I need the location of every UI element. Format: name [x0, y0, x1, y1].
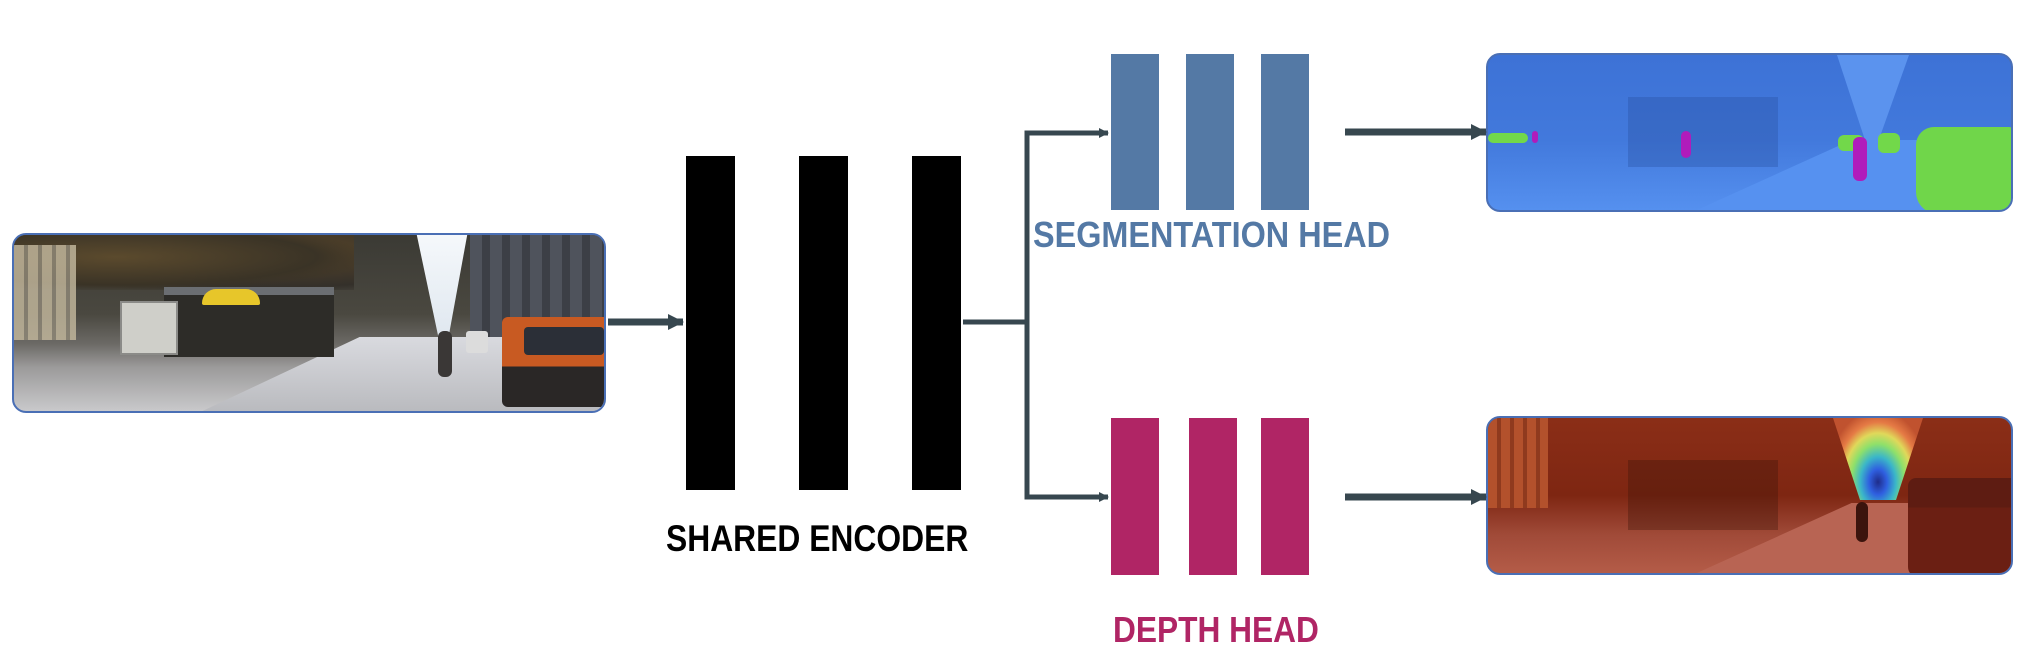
vehicle-mask: [1878, 133, 1900, 153]
kiosk-region: [1628, 460, 1778, 530]
building-left: [14, 245, 76, 340]
segmentation-output-image: [1486, 53, 2013, 212]
cyclist-mask: [1853, 137, 1867, 181]
arrow-encoder-to-segmentation: [1024, 128, 1109, 322]
segmentation-head-label: SEGMENTATION HEAD: [1033, 214, 1391, 255]
segmentation-layer: [1111, 54, 1159, 210]
depth-output-image: [1486, 416, 2013, 575]
encoder-label: SHARED ENCODER: [666, 518, 969, 559]
segmentation-layer: [1261, 54, 1309, 210]
encoder-layer: [686, 156, 735, 490]
input-street-image: [12, 233, 606, 413]
truck-window: [524, 327, 604, 355]
encoder-layer: [799, 156, 848, 490]
segmentation-layer: [1186, 54, 1234, 210]
cyclist: [1856, 502, 1868, 542]
car: [466, 331, 488, 353]
vehicle-mask: [1488, 133, 1528, 143]
depth-layer: [1189, 418, 1237, 575]
kiosk-region: [1628, 97, 1778, 167]
pedestrian-mask: [1681, 131, 1691, 158]
building-left: [1488, 418, 1548, 508]
cyclist: [438, 331, 452, 377]
truck-mask: [1916, 127, 2011, 210]
depth-layer: [1111, 418, 1159, 575]
yellow-umbrella: [202, 289, 260, 305]
pedestrian-mask: [1532, 131, 1538, 143]
notice-board: [120, 301, 178, 355]
truck: [1908, 478, 2011, 573]
arrow-encoder-to-depth: [1024, 322, 1109, 502]
encoder-layer: [912, 156, 961, 490]
depth-head-label: DEPTH HEAD: [1113, 609, 1319, 650]
depth-layer: [1261, 418, 1309, 575]
